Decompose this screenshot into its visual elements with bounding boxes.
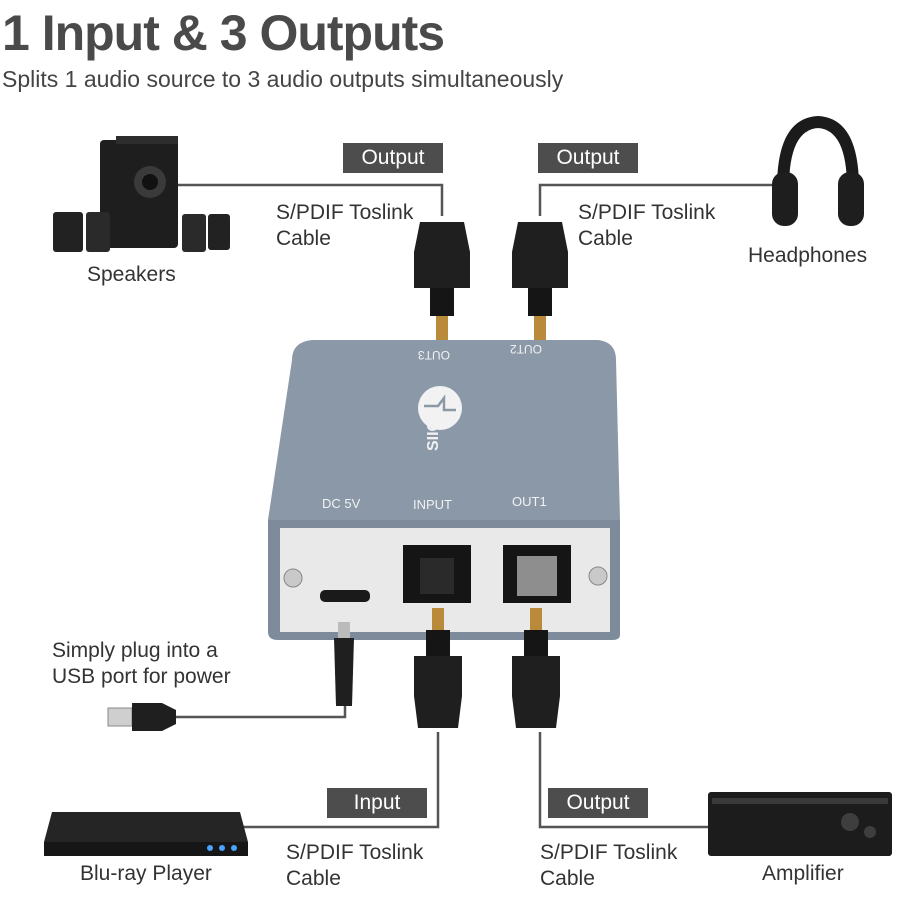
label-bluray: Blu-ray Player xyxy=(80,862,212,885)
tag-output-top-right: Output xyxy=(538,143,638,173)
tag-output-top-left: Output xyxy=(343,143,443,173)
bottom-right-connector xyxy=(512,608,560,728)
line-speakers xyxy=(178,183,444,216)
label-amplifier: Amplifier xyxy=(762,862,844,885)
port-label-out2: OUT2 xyxy=(510,342,543,356)
label-speakers: Speakers xyxy=(87,263,176,286)
bluray-player-icon xyxy=(44,812,248,856)
usb-cable xyxy=(107,622,354,731)
port-label-out3: OUT3 xyxy=(418,348,451,362)
top-right-connector xyxy=(512,222,568,340)
bottom-left-connector xyxy=(414,608,462,728)
page-subtitle: Splits 1 audio source to 3 audio outputs… xyxy=(2,66,564,92)
splitter-device xyxy=(268,340,620,640)
amplifier-icon xyxy=(708,792,892,856)
tag-output-bottom: Output xyxy=(548,788,648,818)
page-title: 1 Input & 3 Outputs xyxy=(2,5,445,61)
tag-input-bottom: Input xyxy=(327,788,427,818)
line-amplifier xyxy=(538,732,708,829)
speakers-icon xyxy=(53,136,230,252)
top-left-connector xyxy=(414,222,470,340)
port-label-out1: OUT1 xyxy=(512,494,547,509)
headphones-icon xyxy=(772,115,864,226)
port-label-input: INPUT xyxy=(413,497,452,512)
line-headphones xyxy=(538,183,778,216)
port-label-dc: DC 5V xyxy=(322,496,361,511)
line-bluray xyxy=(228,732,440,829)
label-headphones: Headphones xyxy=(748,244,868,267)
brand-logo-text: SIIG xyxy=(425,418,443,452)
